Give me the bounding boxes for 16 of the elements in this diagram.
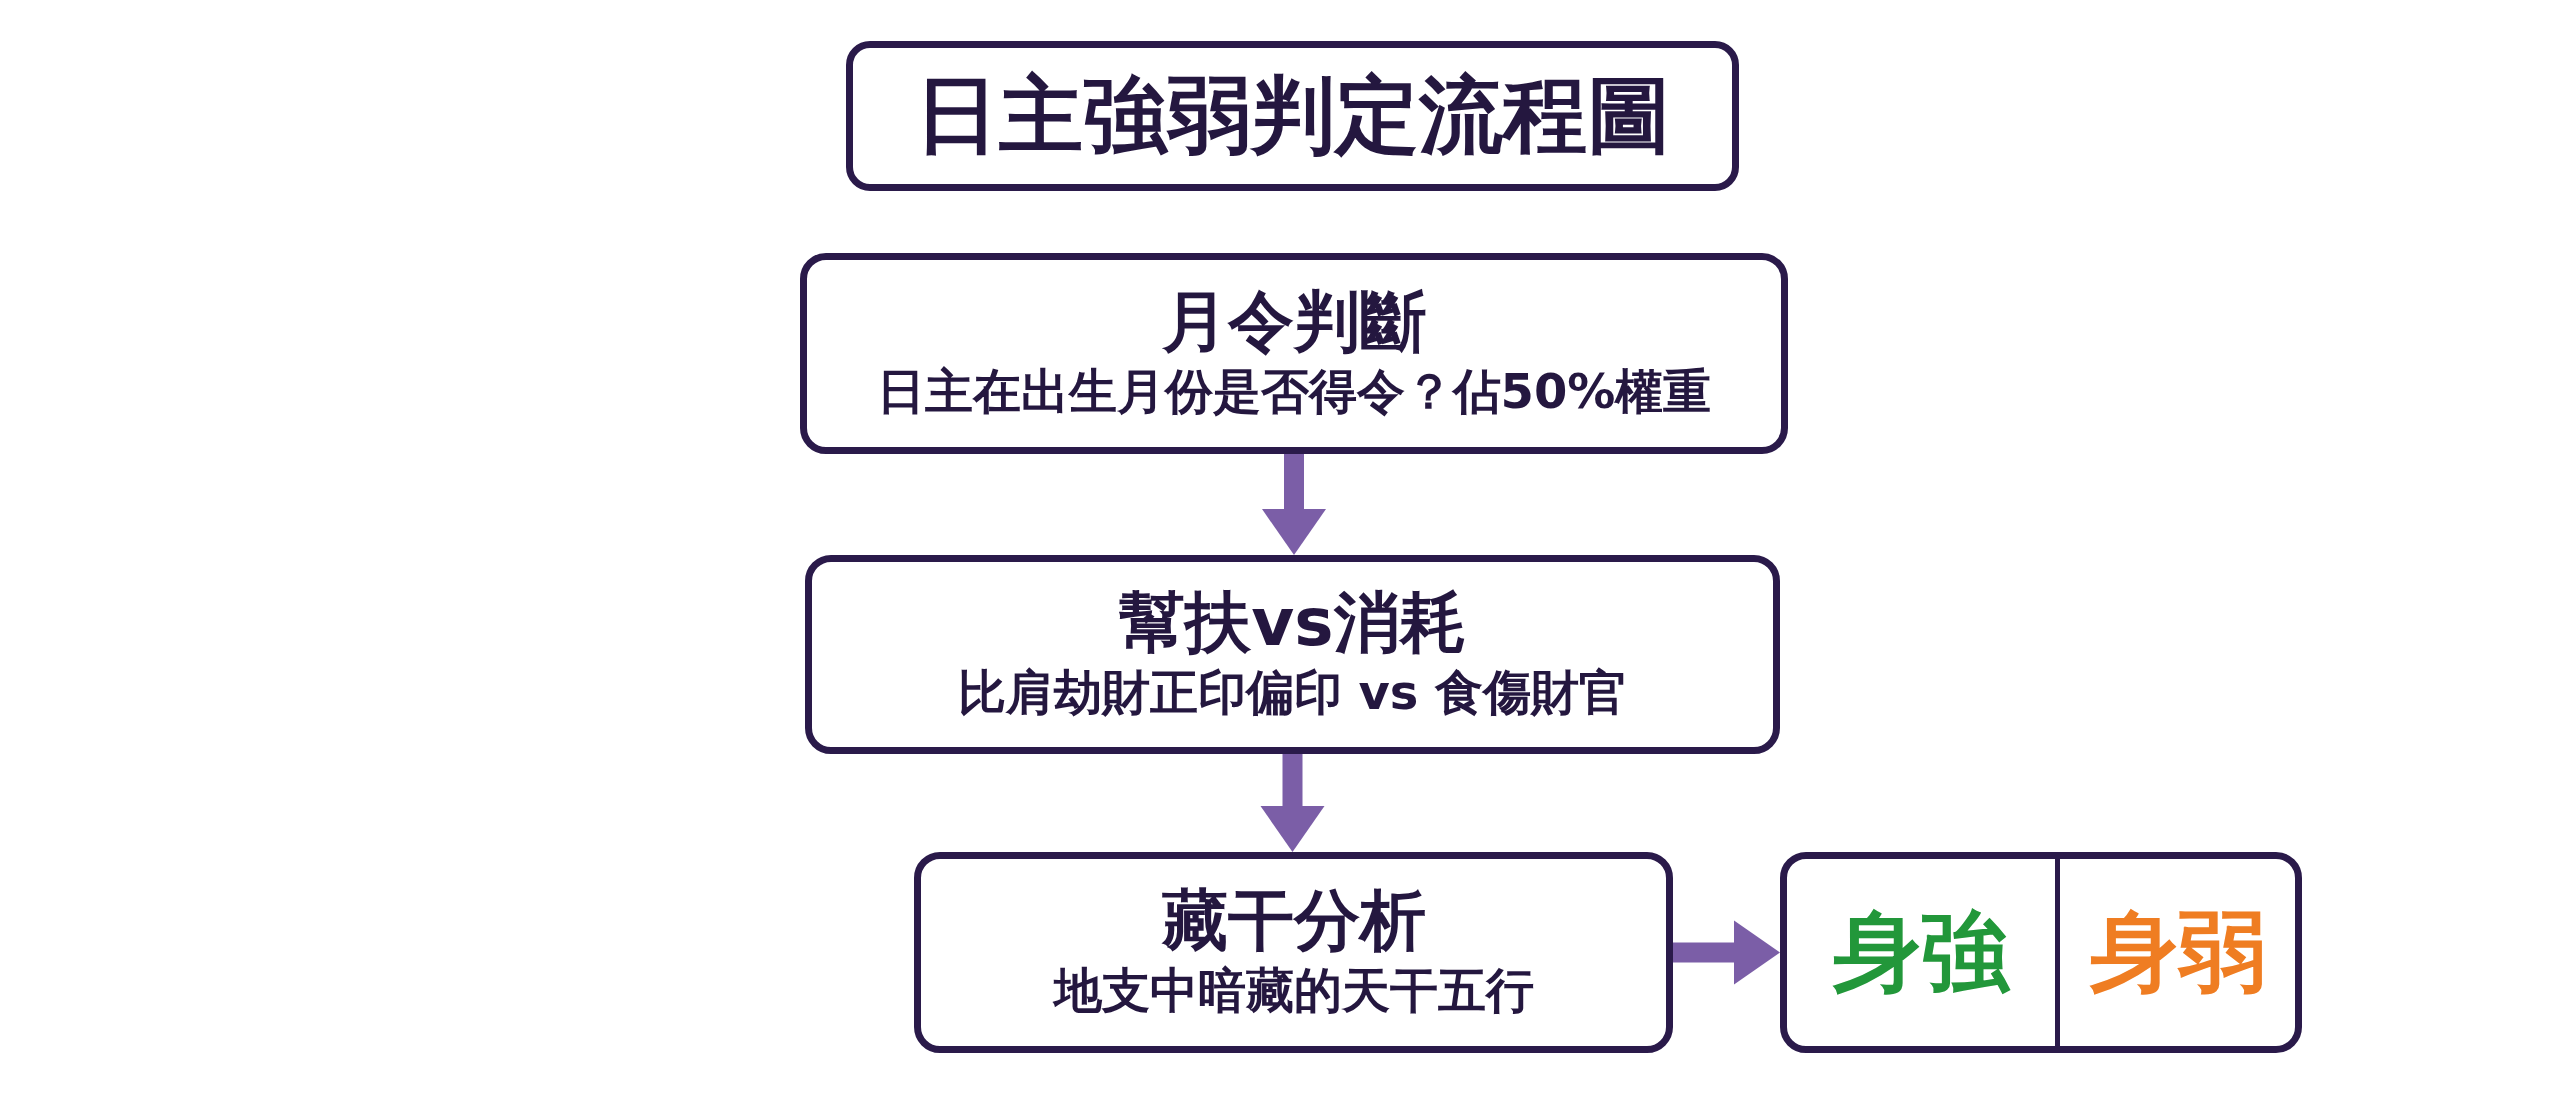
result-cell: 身弱 bbox=[2055, 859, 2295, 1046]
step-description: 比肩劫財正印偏印 vs 食傷財官 bbox=[957, 663, 1628, 723]
arrow bbox=[1673, 920, 1780, 985]
process-box bbox=[914, 852, 1673, 1053]
step-heading: 幫扶vs消耗 bbox=[1119, 585, 1466, 662]
step-heading: 藏干分析 bbox=[1161, 883, 1426, 960]
step-description: 日主在出生月份是否得令？佔50%權重 bbox=[876, 362, 1712, 422]
process-box bbox=[805, 555, 1780, 754]
arrow bbox=[1262, 454, 1326, 555]
step-description: 地支中暗藏的天干五行 bbox=[1053, 961, 1534, 1021]
title-box: 日主強弱判定流程圖 bbox=[846, 41, 1739, 191]
arrow bbox=[1260, 754, 1325, 852]
result-cell: 身強 bbox=[1787, 859, 2055, 1046]
step-heading: 月令判斷 bbox=[1162, 284, 1426, 361]
process-box bbox=[800, 253, 1788, 454]
result-box bbox=[1780, 852, 2302, 1053]
